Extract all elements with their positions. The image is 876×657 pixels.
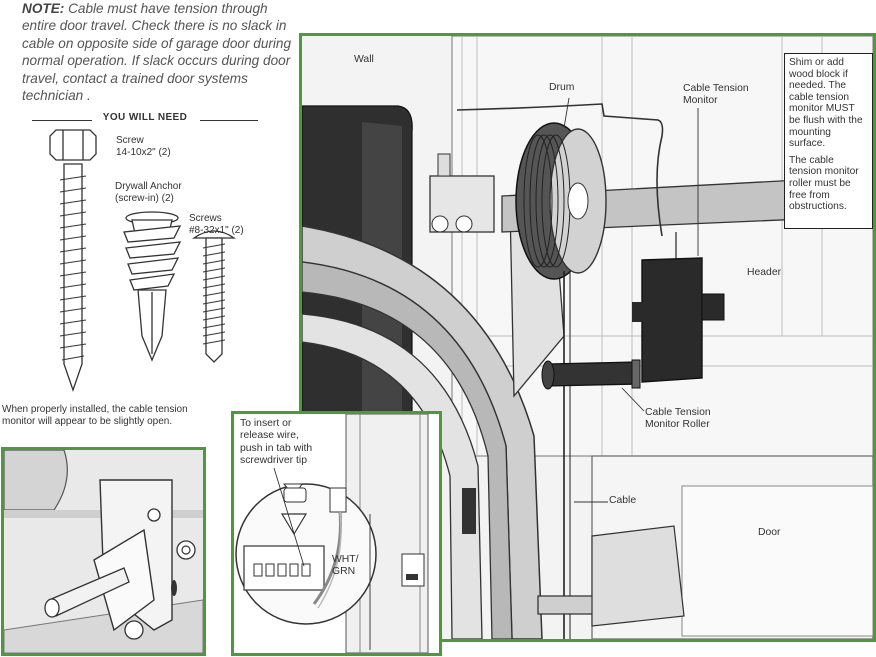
wire-color-line-1: WHT/	[332, 554, 359, 565]
monitor-closeup-panel	[1, 447, 206, 656]
screw-8-32-icon	[191, 230, 237, 363]
ctm-label-line-1: Cable Tension	[683, 83, 749, 94]
wire-insertion-panel: To insert or release wire, push in tab w…	[231, 411, 442, 656]
shim-note-box: Shim or add wood block if needed. The ca…	[784, 53, 873, 229]
roller-label-line-1: Cable Tension	[645, 407, 711, 418]
drum-label: Drum	[549, 82, 575, 93]
door-label: Door	[758, 527, 781, 538]
wire-callout-line-4: screwdriver tip	[240, 455, 307, 467]
cable-label: Cable	[609, 495, 637, 506]
note-label: NOTE:	[22, 1, 65, 16]
wire-color-line-2: GRN	[332, 566, 356, 578]
wire-callout-line-3: push in tab with	[240, 442, 313, 454]
ctm-label-line-2: Monitor	[683, 95, 718, 107]
wire-callout-line-1: To insert or	[240, 418, 292, 429]
divider-right	[200, 120, 258, 121]
wire-color-label: WHT/ GRN	[332, 554, 359, 579]
screw-spec: 14-10x2" (2)	[116, 146, 171, 158]
hardware-illustration	[49, 129, 237, 392]
wire-callout-text: To insert or release wire, push in tab w…	[240, 418, 312, 468]
note-text: Cable must have tension through entire d…	[22, 1, 292, 104]
you-will-need-header: YOU WILL NEED	[32, 112, 258, 128]
install-note: When properly installed, the cable tensi…	[2, 404, 188, 427]
wire-insertion-drawing	[234, 414, 439, 653]
shim-note-p1: Shim or add wood block if needed. The ca…	[789, 57, 863, 150]
roller-label-line-2: Monitor Roller	[645, 419, 710, 431]
screw-name: Screw	[116, 135, 144, 146]
anchor-spec: (screw-in) (2)	[115, 192, 174, 204]
screws-spec: #8-32x1" (2)	[189, 224, 244, 236]
divider-left	[32, 120, 92, 121]
shim-note-p2: The cable tension monitor roller must be…	[789, 154, 859, 213]
roller-label: Cable Tension Monitor Roller	[645, 407, 711, 432]
screws-name: Screws	[189, 213, 222, 224]
screw-14-10x2-icon	[49, 129, 97, 392]
cable-tension-monitor-label: Cable Tension Monitor	[683, 83, 749, 108]
monitor-closeup-drawing	[4, 450, 203, 653]
drywall-anchor-icon	[123, 211, 182, 362]
anchor-label: Drywall Anchor (screw-in) (2)	[115, 181, 182, 204]
wire-callout-line-2: release wire,	[240, 430, 299, 442]
wall-label: Wall	[354, 54, 374, 65]
header-label: Header	[747, 267, 782, 278]
cable-tension-note: NOTE: Cable must have tension through en…	[22, 0, 292, 104]
anchor-name: Drywall Anchor	[115, 181, 182, 192]
screws-label: Screws #8-32x1" (2)	[189, 213, 244, 236]
you-will-need-title: YOU WILL NEED	[102, 112, 188, 123]
screw-label: Screw 14-10x2" (2)	[116, 135, 171, 158]
